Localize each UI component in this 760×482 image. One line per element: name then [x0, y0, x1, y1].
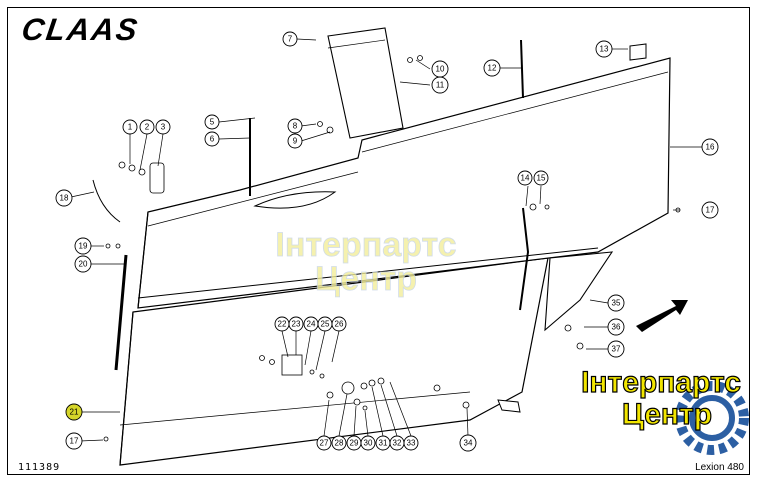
svg-text:12: 12 — [488, 64, 497, 73]
callout-26: 26 — [331, 316, 347, 332]
svg-text:16: 16 — [706, 143, 715, 152]
svg-text:23: 23 — [292, 320, 301, 329]
svg-text:6: 6 — [210, 135, 215, 144]
interparts-logo: Інтерпартс Центр — [580, 365, 749, 455]
callout-9: 9 — [287, 133, 303, 149]
callout-11: 11 — [431, 76, 449, 94]
svg-text:3: 3 — [161, 123, 166, 132]
watermark: Інтерпартс Центр — [275, 226, 457, 299]
svg-text:20: 20 — [79, 260, 88, 269]
handle-slot — [253, 191, 337, 209]
svg-text:5: 5 — [210, 118, 215, 127]
callout-10: 10 — [431, 60, 449, 78]
svg-text:15: 15 — [537, 174, 546, 183]
callout-27: 27 — [316, 435, 332, 451]
callout-29: 29 — [346, 435, 362, 451]
svg-text:21: 21 — [70, 408, 79, 417]
callout-30: 30 — [360, 435, 376, 451]
svg-text:32: 32 — [393, 439, 402, 448]
callout-14: 14 — [517, 170, 533, 186]
callout-28: 28 — [331, 435, 347, 451]
svg-text:22: 22 — [278, 320, 287, 329]
upper-side-panel — [137, 57, 671, 309]
svg-text:33: 33 — [407, 439, 416, 448]
callout-7: 7 — [282, 31, 298, 47]
svg-text:28: 28 — [335, 439, 344, 448]
callout-25: 25 — [317, 316, 333, 332]
top-cover-part — [327, 27, 404, 139]
model-label: Lexion 480 — [695, 462, 744, 473]
svg-text:19: 19 — [79, 242, 88, 251]
callout-17-upper: 17 — [701, 201, 719, 219]
svg-text:29: 29 — [350, 439, 359, 448]
callout-36: 36 — [607, 318, 625, 336]
logo-gear-icon — [675, 381, 749, 455]
drawing-code: 111389 — [18, 462, 61, 473]
svg-text:Центр: Центр — [622, 398, 712, 431]
triangle-bracket — [544, 251, 614, 332]
callout-18: 18 — [55, 189, 73, 207]
svg-text:Інтерпартс: Інтерпартс — [275, 226, 456, 264]
callout-19: 19 — [74, 237, 92, 255]
svg-text:17: 17 — [706, 206, 715, 215]
callout-21: 21 — [65, 403, 83, 421]
callout-5: 5 — [204, 114, 220, 130]
svg-text:37: 37 — [612, 345, 621, 354]
callout-3: 3 — [155, 119, 171, 135]
callout-13: 13 — [595, 40, 613, 58]
svg-text:26: 26 — [335, 320, 344, 329]
svg-text:35: 35 — [612, 299, 621, 308]
callout-1: 1 — [122, 119, 138, 135]
svg-text:18: 18 — [60, 194, 69, 203]
svg-text:10: 10 — [436, 65, 445, 74]
svg-text:34: 34 — [464, 439, 473, 448]
svg-text:8: 8 — [293, 122, 298, 131]
drawing-frame — [7, 7, 750, 475]
direction-arrow-icon — [636, 300, 688, 332]
callout-35: 35 — [607, 294, 625, 312]
callout-32: 32 — [389, 435, 405, 451]
callout-15: 15 — [533, 170, 549, 186]
callout-20: 20 — [74, 255, 92, 273]
svg-text:1: 1 — [128, 123, 133, 132]
callout-23: 23 — [288, 316, 304, 332]
svg-text:30: 30 — [364, 439, 373, 448]
svg-text:14: 14 — [521, 174, 530, 183]
svg-text:2: 2 — [145, 123, 150, 132]
callout-8: 8 — [287, 118, 303, 134]
callout-31: 31 — [375, 435, 391, 451]
callout-37: 37 — [607, 340, 625, 358]
callout-16: 16 — [701, 138, 719, 156]
svg-text:Інтерпартс: Інтерпартс — [581, 366, 741, 399]
callout-33: 33 — [403, 435, 419, 451]
svg-text:9: 9 — [293, 137, 298, 146]
svg-text:13: 13 — [600, 45, 609, 54]
callout-24: 24 — [303, 316, 319, 332]
svg-text:25: 25 — [321, 320, 330, 329]
svg-text:36: 36 — [612, 323, 621, 332]
svg-text:24: 24 — [307, 320, 316, 329]
svg-text:7: 7 — [288, 35, 293, 44]
svg-text:11: 11 — [436, 81, 445, 90]
callout-6: 6 — [204, 131, 220, 147]
svg-text:17: 17 — [70, 437, 79, 446]
svg-text:31: 31 — [379, 439, 388, 448]
callout-17-lower: 17 — [65, 432, 83, 450]
callout-34: 34 — [459, 434, 477, 452]
svg-text:Центр: Центр — [315, 260, 417, 298]
callout-12: 12 — [483, 59, 501, 77]
svg-text:27: 27 — [320, 439, 329, 448]
callout-2: 2 — [139, 119, 155, 135]
callout-22: 22 — [274, 316, 290, 332]
